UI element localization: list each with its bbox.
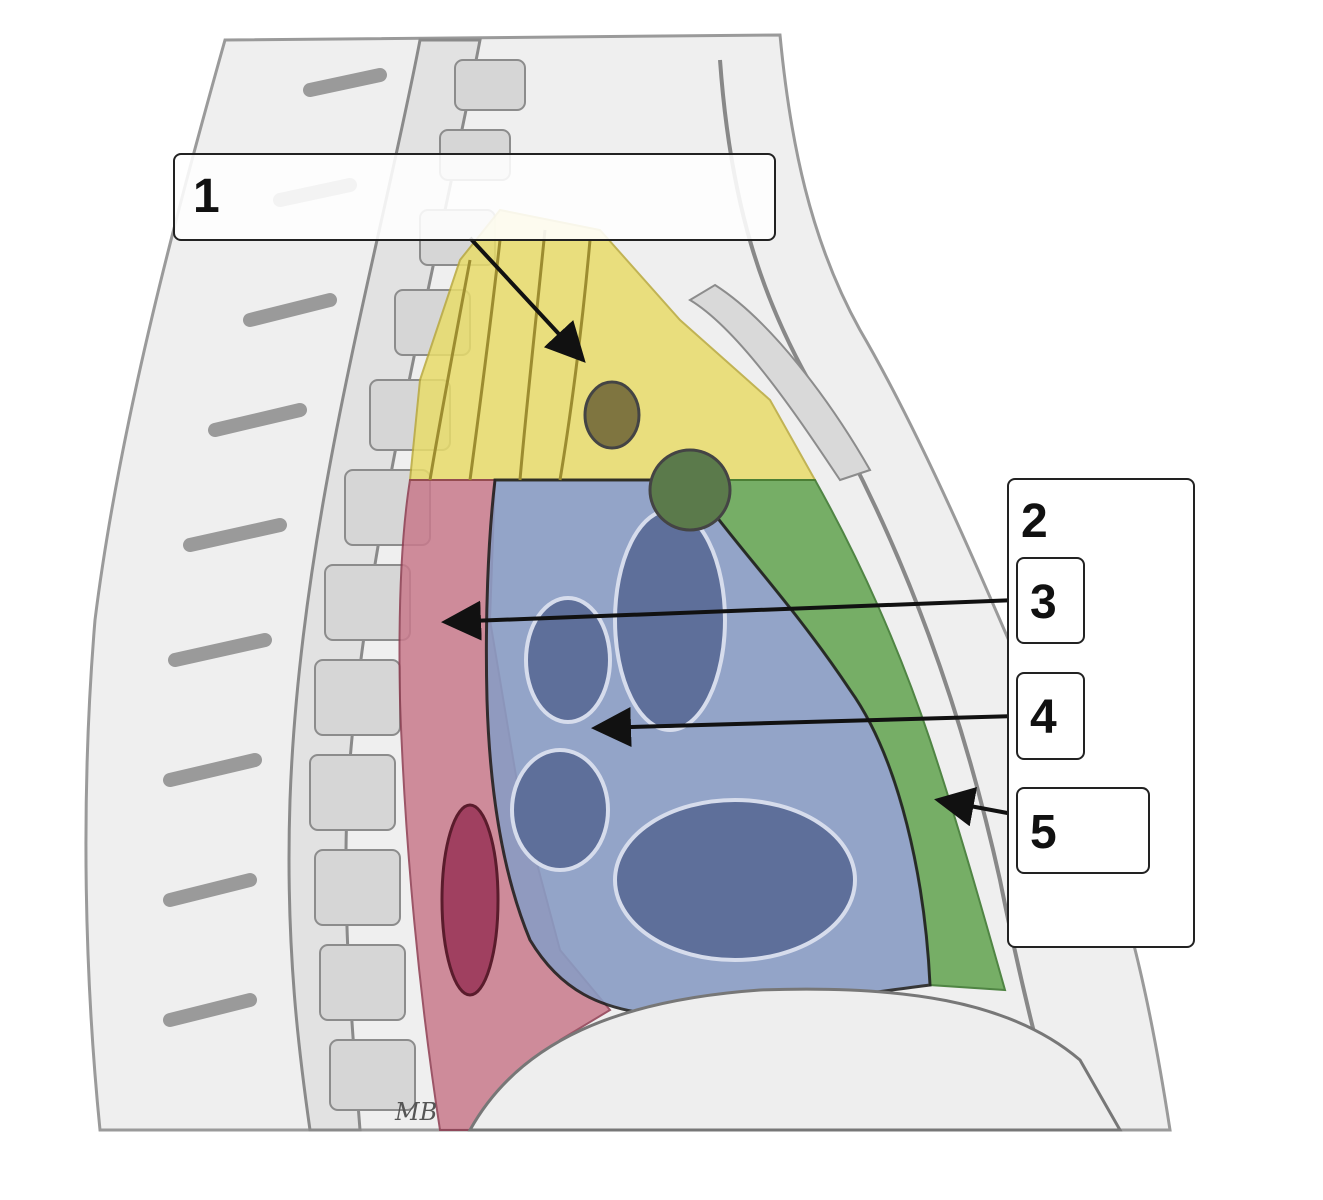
label-number-1: 1 (193, 170, 220, 223)
trachea-esophagus (428, 229, 592, 481)
artist-signature: MB (395, 1098, 438, 1126)
great-vessels (583, 380, 732, 532)
label-number-2: 2 (1021, 495, 1048, 548)
sternum (688, 59, 1062, 1131)
descending-aorta (440, 803, 500, 997)
label-number-4: 4 (1030, 691, 1057, 744)
label-box-5: 5 (1016, 787, 1150, 874)
label-box-3: 3 (1016, 557, 1085, 644)
arrow-5 (934, 786, 1019, 827)
arrow-1 (468, 236, 586, 363)
leader-arrows (441, 236, 1019, 827)
heart-chambers (510, 508, 857, 962)
label-box-4: 4 (1016, 672, 1085, 760)
arrow-4 (591, 706, 1019, 747)
label-box-1: 1 (173, 153, 776, 241)
arrow-3 (441, 598, 1019, 641)
label-number-5: 5 (1030, 806, 1057, 859)
diaphragm (467, 987, 1123, 1132)
label-number-3: 3 (1030, 576, 1057, 629)
